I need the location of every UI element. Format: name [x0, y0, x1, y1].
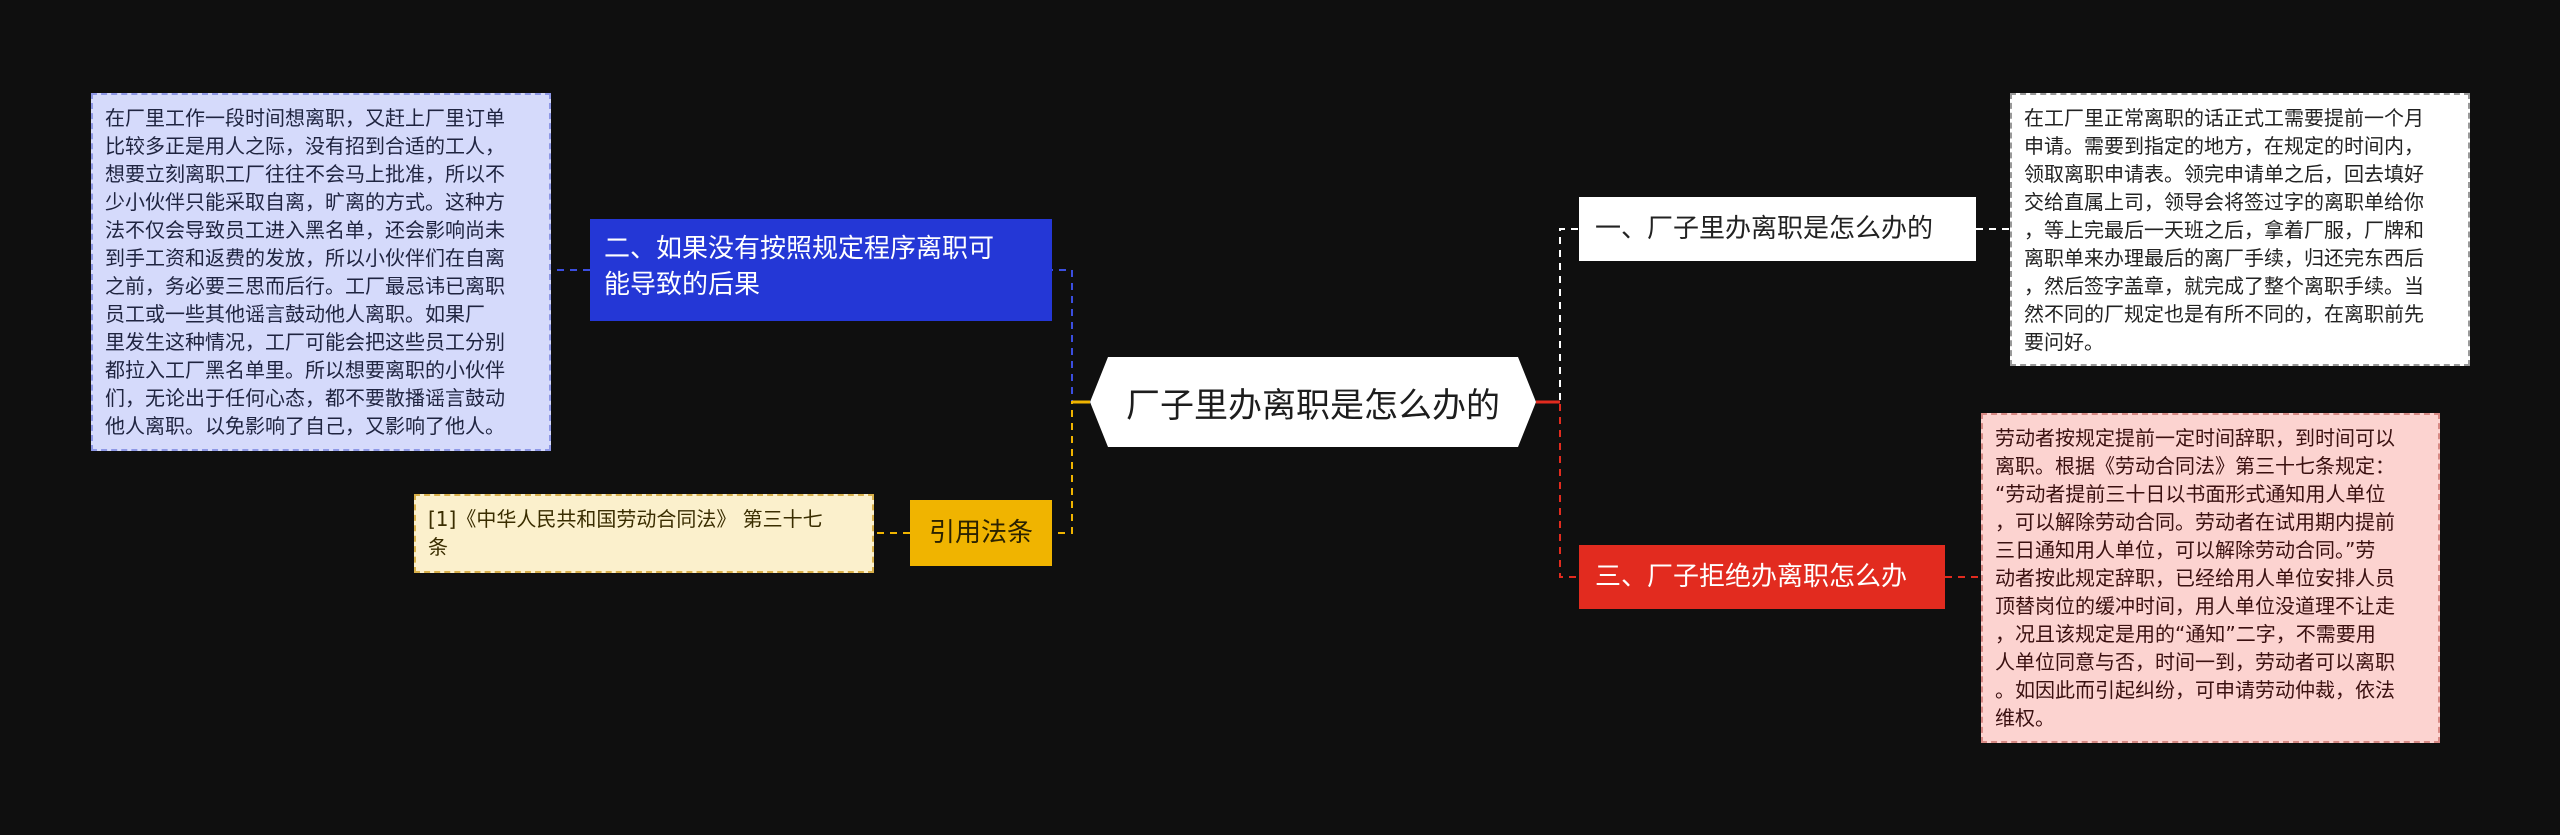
leaf-cited-law-detail[interactable]: [1]《中华人民共和国劳动合同法》 第三十七 条: [414, 494, 874, 573]
branch-cited-law-label: 引用法条: [928, 518, 1033, 548]
branch-cited-law[interactable]: 引用法条: [910, 500, 1052, 566]
branch-consequences-label: 二、如果没有按照规定程序离职可 能导致的后果: [604, 234, 995, 300]
leaf-how-to-resign-text: 在工厂里正常离职的话正式工需要提前一个月 申请。需要到指定的地方，在规定的时间内…: [2024, 106, 2424, 354]
leaf-consequences-detail[interactable]: 在厂里工作一段时间想离职，又赶上厂里订单 比较多正是用人之际，没有招到合适的工人…: [91, 93, 551, 451]
branch-how-to-resign-label: 一、厂子里办离职是怎么办的: [1595, 214, 1934, 244]
branch-factory-refuses-label: 三、厂子拒绝办离职怎么办: [1595, 562, 1908, 592]
root-node-shape: [1090, 357, 1536, 447]
branch-how-to-resign[interactable]: 一、厂子里办离职是怎么办的: [1579, 197, 1976, 261]
connector-root-b4: [1536, 401, 1579, 578]
leaf-factory-refuses-detail[interactable]: 劳动者按规定提前一定时间辞职，到时间可以 离职。根据《劳动合同法》第三十七条规定…: [1981, 413, 2440, 743]
leaf-factory-refuses-text: 劳动者按规定提前一定时间辞职，到时间可以 离职。根据《劳动合同法》第三十七条规定…: [1995, 426, 2395, 730]
branch-consequences[interactable]: 二、如果没有按照规定程序离职可 能导致的后果: [590, 219, 1052, 321]
leaf-consequences-text: 在厂里工作一段时间想离职，又赶上厂里订单 比较多正是用人之际，没有招到合适的工人…: [105, 106, 505, 438]
connector-root-b1: [1536, 228, 1579, 403]
branch-factory-refuses[interactable]: 三、厂子拒绝办离职怎么办: [1579, 545, 1945, 609]
leaf-cited-law-text: [1]《中华人民共和国劳动合同法》 第三十七 条: [428, 507, 823, 559]
connector-root-b2: [1052, 269, 1090, 403]
root-node[interactable]: 厂子里办离职是怎么办的: [1090, 357, 1536, 447]
leaf-how-to-resign-detail[interactable]: 在工厂里正常离职的话正式工需要提前一个月 申请。需要到指定的地方，在规定的时间内…: [2010, 93, 2470, 366]
root-node-label: 厂子里办离职是怎么办的: [1126, 385, 1500, 426]
connector-root-b3: [1052, 401, 1090, 534]
